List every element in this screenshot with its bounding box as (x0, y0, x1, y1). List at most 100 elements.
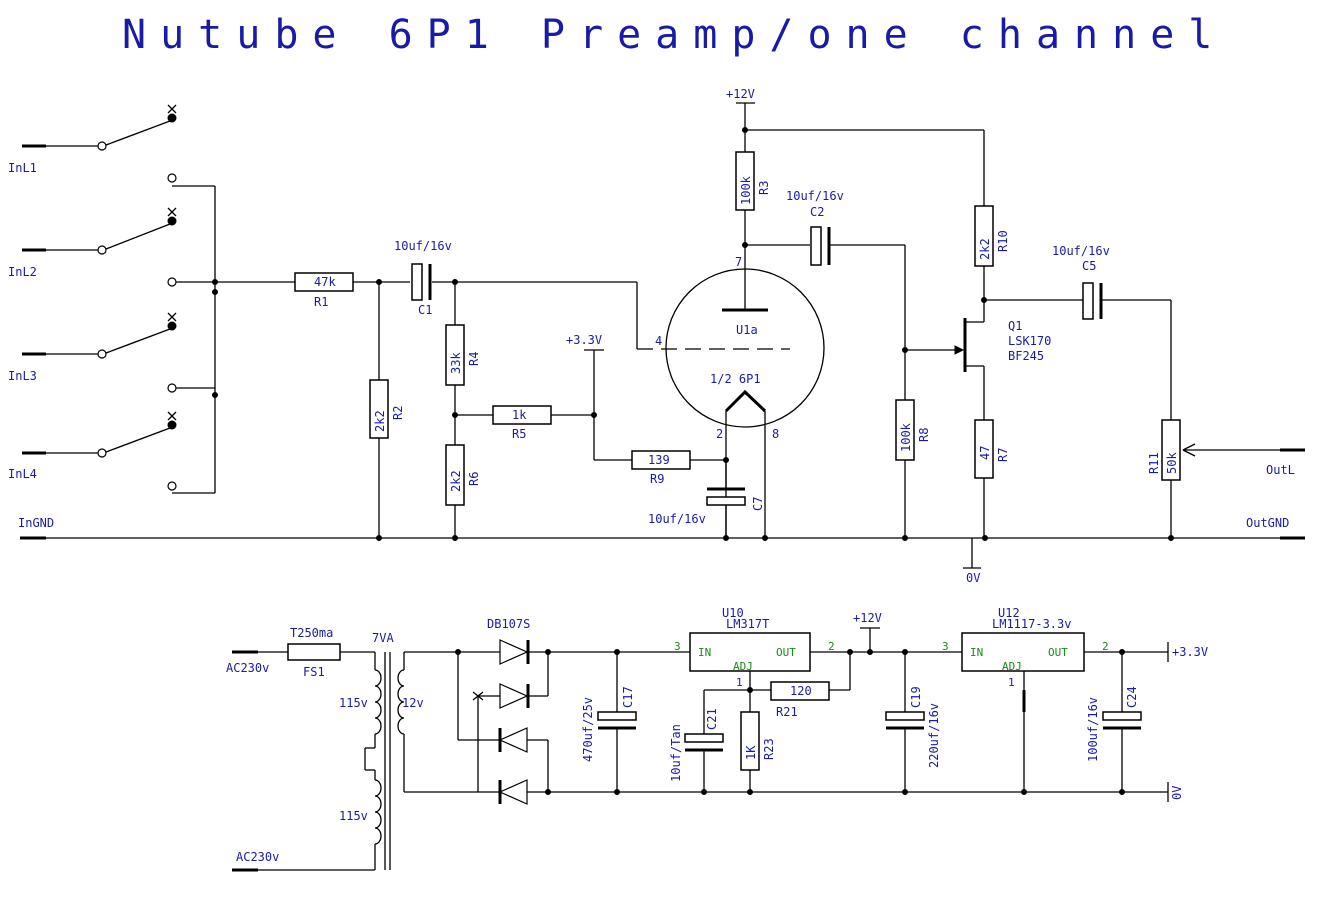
svg-text:ADJ: ADJ (733, 660, 753, 673)
svg-text:2: 2 (1102, 640, 1109, 653)
svg-text:10uf/16v: 10uf/16v (786, 189, 844, 203)
rail-12v-label: +12V (726, 87, 755, 101)
svg-text:115v: 115v (339, 809, 368, 823)
svg-text:R8: R8 (917, 428, 931, 442)
svg-text:100k: 100k (899, 422, 913, 452)
resistor-r9: 139 R9 (631, 450, 691, 486)
svg-text:+3.3V: +3.3V (1172, 645, 1208, 659)
svg-text:2k2: 2k2 (373, 410, 387, 432)
ground-bus: InGND OutGND 0V (18, 516, 1305, 585)
svg-text:Q1: Q1 (1008, 319, 1022, 333)
svg-text:C7: C7 (751, 497, 765, 511)
svg-text:R4: R4 (467, 352, 481, 366)
svg-text:LM317T: LM317T (726, 617, 769, 631)
svg-text:47: 47 (978, 446, 992, 460)
svg-text:R6: R6 (467, 472, 481, 486)
resistor-r10: 2k2 R10 (974, 205, 1010, 267)
svg-text:R3: R3 (757, 181, 771, 195)
svg-text:ADJ: ADJ (1002, 660, 1022, 673)
svg-text:R7: R7 (996, 448, 1010, 462)
svg-text:1K: 1K (744, 745, 758, 760)
svg-text:1k: 1k (512, 408, 527, 422)
jfet-q1: Q1 LSK170 BF245 (954, 300, 1051, 420)
svg-text:AC230v: AC230v (226, 661, 269, 675)
svg-text:10uf/16v: 10uf/16v (648, 512, 706, 526)
svg-text:R23: R23 (762, 738, 776, 760)
svg-text:1: 1 (1008, 676, 1015, 689)
resistor-r21: 120 R21 (770, 681, 830, 719)
capacitor-c5: 10uf/16v C5 (1052, 244, 1110, 320)
svg-text:100uf/16v: 100uf/16v (1086, 697, 1100, 762)
power-supply: T250ma FS1 AC230v AC230v 115v 115v 7VA 1… (226, 606, 1208, 872)
potentiometer-r11: 50k R11 (1147, 419, 1280, 481)
input-switch-4: InL4 (8, 411, 177, 491)
resistor-r6: 2k2 R6 (445, 444, 481, 506)
rail-3v3-label: +3.3V (566, 333, 602, 347)
svg-text:IN: IN (970, 646, 983, 659)
svg-text:115v: 115v (339, 696, 368, 710)
svg-text:220uf/16v: 220uf/16v (927, 703, 941, 768)
input-label-4: InL4 (8, 467, 37, 481)
svg-text:10uf/16v: 10uf/16v (1052, 244, 1110, 258)
svg-text:3: 3 (674, 640, 681, 653)
svg-text:LM1117-3.3v: LM1117-3.3v (992, 617, 1071, 631)
svg-text:0V: 0V (1170, 786, 1184, 800)
svg-text:C1: C1 (418, 303, 432, 317)
resistor-r4: 33k R4 (445, 324, 481, 386)
diagram-title: Nutube 6P1 Preamp/one channel (122, 12, 1226, 58)
svg-text:C21: C21 (705, 708, 719, 730)
svg-text:U1a: U1a (736, 323, 758, 337)
nutube-u1a: U1a 1/2 6P1 7 4 2 8 (637, 245, 825, 538)
capacitor-c2: 10uf/16v C2 (786, 189, 844, 266)
svg-text:BF245: BF245 (1008, 349, 1044, 363)
svg-text:2k2: 2k2 (978, 238, 992, 260)
svg-text:R11: R11 (1147, 452, 1161, 474)
svg-text:470uf/25v: 470uf/25v (581, 697, 595, 762)
capacitor-c7: C7 10uf/16v (648, 460, 765, 538)
output-label: OutL (1266, 463, 1295, 477)
svg-text:R1: R1 (314, 295, 328, 309)
svg-text:1: 1 (736, 676, 743, 689)
svg-text:7: 7 (735, 255, 742, 269)
in-ground-label: InGND (18, 516, 54, 530)
resistor-r1: 47k R1 (294, 272, 354, 309)
svg-text:C5: C5 (1082, 259, 1096, 273)
zero-volt-label: 0V (966, 571, 980, 585)
capacitor-c21: C21 10uf/Tan (669, 690, 724, 795)
svg-text:R2: R2 (391, 406, 405, 420)
svg-text:139: 139 (648, 453, 670, 467)
resistor-r3: 100k R3 (735, 151, 771, 211)
svg-text:3: 3 (942, 640, 949, 653)
resistor-r23: 1K R23 (740, 711, 776, 771)
svg-text:R21: R21 (776, 705, 798, 719)
input-switch-1: InL1 (8, 104, 177, 183)
svg-text:2: 2 (828, 640, 835, 653)
svg-text:1/2 6P1: 1/2 6P1 (710, 372, 761, 386)
input-switch-2: InL2 (8, 207, 177, 287)
out-ground-label: OutGND (1246, 516, 1289, 530)
svg-text:10uf/16v: 10uf/16v (394, 239, 452, 253)
svg-text:+12V: +12V (853, 611, 882, 625)
capacitor-c24: C24 100uf/16v (1086, 652, 1142, 795)
svg-text:C24: C24 (1125, 686, 1139, 708)
svg-text:U10: U10 (722, 606, 744, 620)
input-label-1: InL1 (8, 161, 37, 175)
svg-text:33k: 33k (449, 352, 463, 374)
svg-text:OUT: OUT (776, 646, 796, 659)
svg-text:C17: C17 (621, 686, 635, 708)
svg-text:AC230v: AC230v (236, 850, 279, 864)
svg-text:47k: 47k (314, 275, 336, 289)
svg-text:7VA: 7VA (372, 631, 394, 645)
resistor-r8: 100k R8 (895, 399, 931, 461)
svg-text:C2: C2 (810, 205, 824, 219)
svg-text:12v: 12v (402, 696, 424, 710)
input-label-2: InL2 (8, 265, 37, 279)
capacitor-c19: C19 220uf/16v (885, 652, 941, 795)
svg-text:DB107S: DB107S (487, 617, 530, 631)
input-label-3: InL3 (8, 369, 37, 383)
svg-text:R9: R9 (650, 472, 664, 486)
svg-text:120: 120 (790, 684, 812, 698)
svg-text:8: 8 (772, 427, 779, 441)
svg-text:T250ma: T250ma (290, 626, 333, 640)
